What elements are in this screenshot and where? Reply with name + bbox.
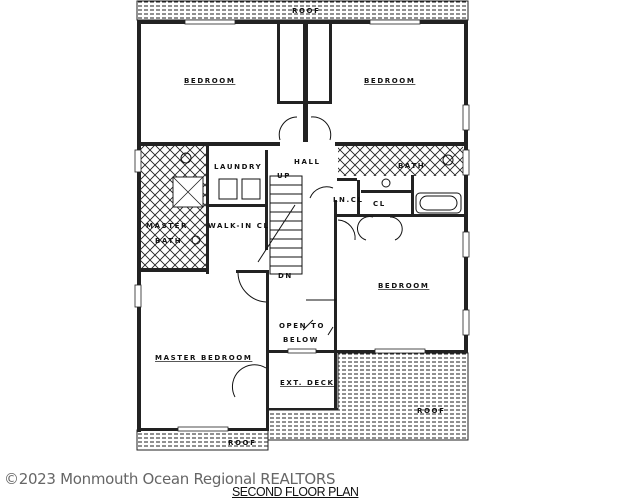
master-bath-tile [140,146,206,270]
walk-in-closet-label: WALK-IN CL [208,222,270,230]
bedroom-nw-label: BEDROOM [184,77,235,85]
bedroom-ne-label: BEDROOM [364,77,415,85]
hall-label: HALL [294,158,321,166]
plan-title: SECOND FLOOR PLAN [232,484,359,499]
roof-bottom-label: ROOF [228,439,256,447]
roof-deck-area [267,352,469,441]
stairs-up-label: UP [277,172,291,180]
roof-deck-label: ROOF [417,407,445,415]
master-bath-label: MASTER [146,222,188,230]
master-bath-label-2: BATH [155,237,182,245]
bedroom-e-label: BEDROOM [378,282,429,290]
laundry-label: LAUNDRY [214,163,262,171]
stairs-down-label: DN [278,272,293,280]
bath-label: BATH [398,162,425,170]
open-to-below-label: OPEN TO [279,322,325,330]
closet-label: CL [373,200,386,208]
master-bedroom-label: MASTER BEDROOM [155,354,252,362]
linen-closet-label: LN.CL [333,196,364,204]
ext-deck-label: EXT. DECK [280,379,335,387]
copyright-watermark: ©2023 Monmouth Ocean Regional REALTORS [4,470,336,488]
roof-top-label: ROOF [292,7,320,15]
open-to-below-label-2: BELOW [283,336,319,344]
bath-tile [338,146,463,176]
